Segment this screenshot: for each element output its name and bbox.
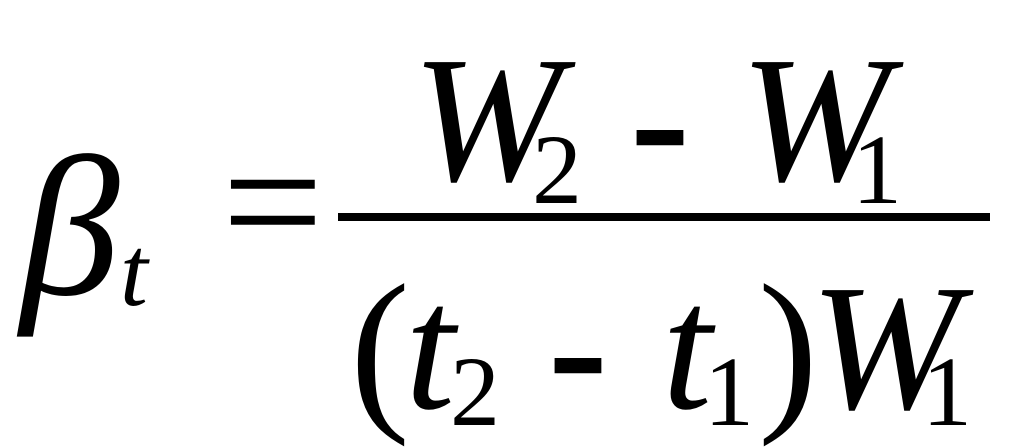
beta-subscript: t <box>120 216 148 327</box>
denominator-w1-symbol: W <box>810 248 960 447</box>
numerator-w1-symbol: W <box>740 20 890 219</box>
denominator-t1-symbol: t <box>662 248 713 447</box>
denominator-t1-subscript: 1 <box>704 336 754 447</box>
numerator-w2-symbol: W <box>412 20 562 219</box>
denominator-t2-symbol: t <box>405 248 456 447</box>
fraction-bar <box>338 213 990 221</box>
numerator-w2-subscript: 2 <box>532 114 582 225</box>
equals-sign: = <box>222 102 324 301</box>
numerator-minus: - <box>630 20 690 219</box>
denominator-open-paren: ( <box>350 248 410 447</box>
denominator-w1-subscript: 1 <box>922 336 972 447</box>
numerator-w1-subscript: 1 <box>852 114 902 225</box>
denominator-t2-subscript: 2 <box>450 336 500 447</box>
denominator-minus: - <box>548 248 608 447</box>
beta-symbol: β <box>20 117 120 338</box>
denominator-close-paren: ) <box>758 248 818 447</box>
